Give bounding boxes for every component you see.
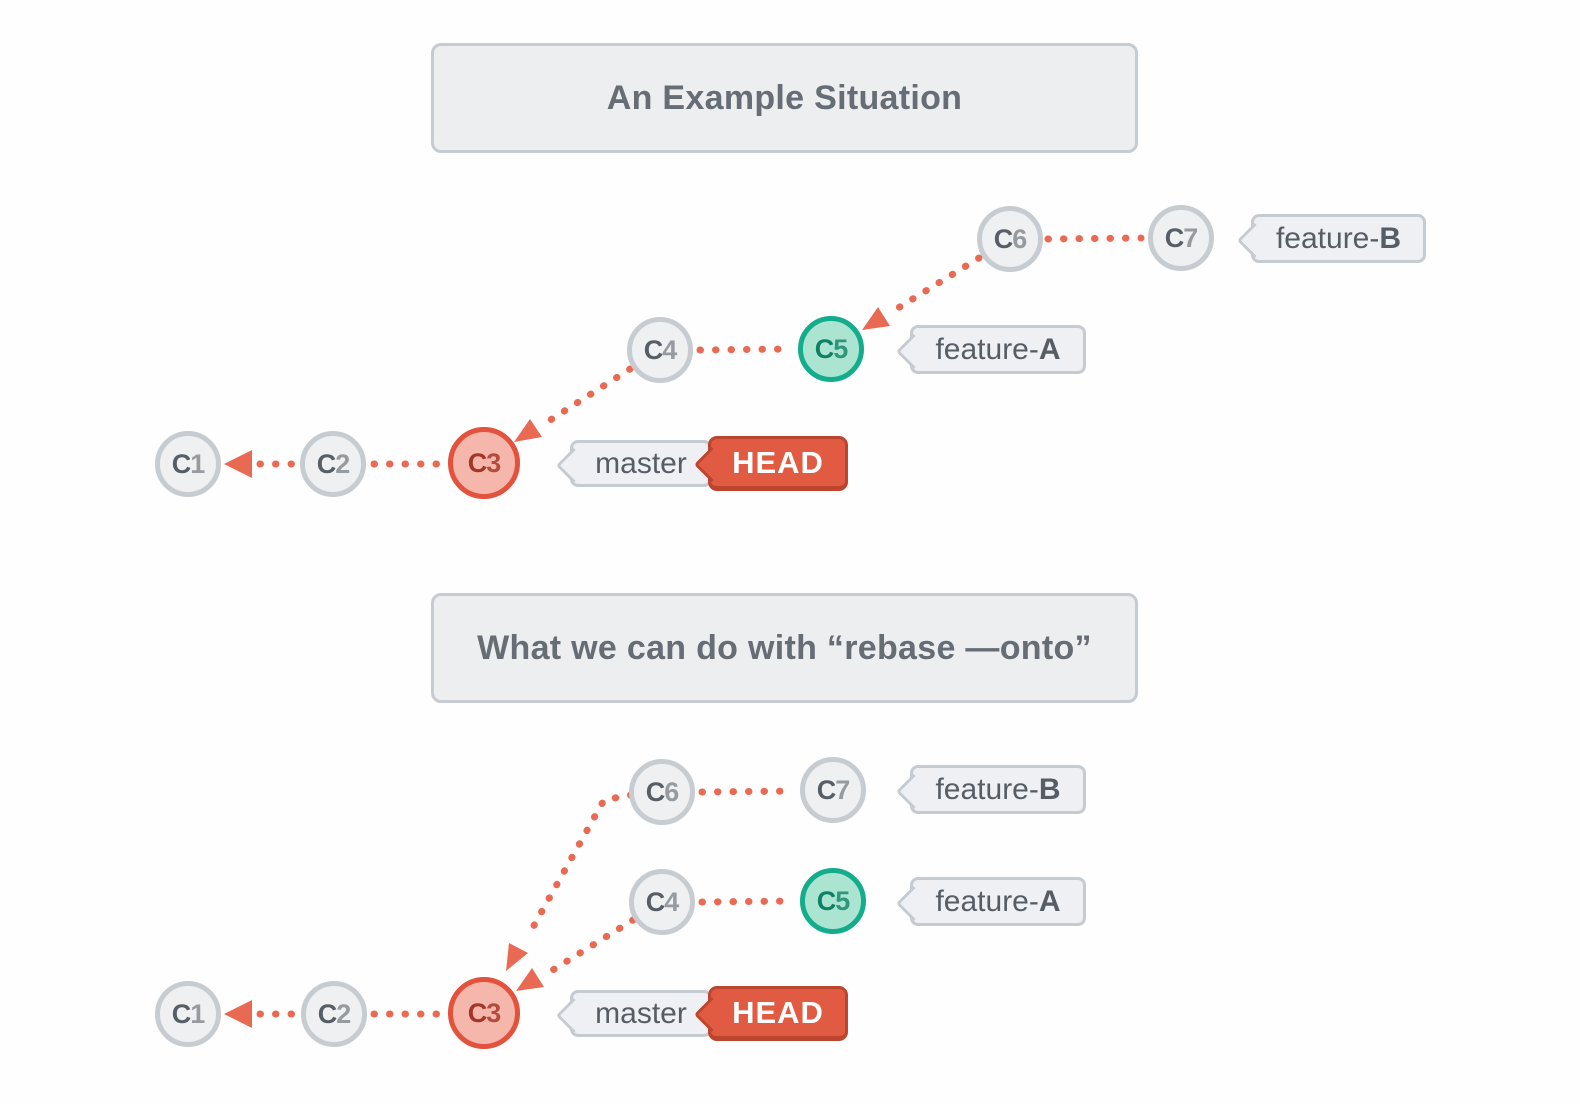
- commit-c7-top: C7: [1148, 205, 1214, 271]
- branch-label-master-top: master: [555, 440, 712, 487]
- branch-name: feature-A: [935, 332, 1061, 366]
- commit-label: C6: [645, 776, 680, 807]
- commit-c5-bottom: C5: [800, 868, 866, 934]
- branch-label-feature-b-top: feature-B: [1236, 214, 1426, 263]
- commit-c4-bottom: C4: [629, 869, 695, 935]
- head-label-bottom: HEAD: [693, 986, 848, 1041]
- branch-name: feature-B: [935, 772, 1061, 806]
- commit-label: C4: [645, 886, 680, 917]
- commit-c7-bottom: C7: [800, 757, 866, 823]
- edge-c6-c3-bottom: [523, 791, 635, 942]
- section1-title: An Example Situation: [606, 78, 963, 117]
- commit-label: C3: [467, 997, 502, 1028]
- commit-c1-bottom: C1: [155, 981, 221, 1047]
- branch-name: feature-A: [935, 884, 1061, 918]
- branch-label-master-bottom: master: [555, 990, 712, 1037]
- commit-label: C6: [993, 223, 1028, 254]
- section2-title-box: What we can do with “rebase —onto”: [431, 593, 1138, 703]
- head-text: HEAD: [732, 444, 824, 480]
- edge-c6-c7-top: [1044, 234, 1145, 243]
- branch-label-feature-b-bottom: feature-B: [895, 765, 1086, 814]
- commit-c3-bottom: C3: [448, 977, 520, 1049]
- edge-c6-c5-top: [886, 254, 983, 317]
- commit-c2-bottom: C2: [301, 981, 367, 1047]
- commit-c4-top: C4: [627, 317, 693, 383]
- branch-label-feature-a-top: feature-A: [895, 325, 1086, 374]
- commit-label: C2: [317, 998, 352, 1029]
- arrowhead-c2-to-c1-bottom: [224, 1000, 252, 1028]
- arrowhead-c6-to-c5-top: [862, 307, 890, 330]
- arrowhead-c4-to-c3-bottom: [516, 968, 544, 991]
- commit-c1-top: C1: [155, 431, 221, 497]
- head-label-top: HEAD: [693, 436, 848, 491]
- edge-c4-c5-bottom: [698, 897, 797, 906]
- commit-c5-top: C5: [798, 316, 864, 382]
- edge-c4-c3-top: [537, 365, 634, 430]
- edge-c4-c5-top: [696, 345, 794, 354]
- commit-label: C1: [171, 998, 206, 1029]
- branch-name: master: [595, 996, 687, 1030]
- commit-c3-top: C3: [448, 427, 520, 499]
- commit-c6-bottom: C6: [629, 759, 695, 825]
- section1-title-box: An Example Situation: [431, 43, 1138, 153]
- commit-label: C3: [467, 447, 502, 478]
- commit-label: C4: [643, 334, 678, 365]
- arrowhead-c4-to-c3-top: [514, 419, 542, 442]
- section2-title: What we can do with “rebase —onto”: [477, 628, 1092, 667]
- arrowhead-c2-to-c1-top: [224, 450, 252, 478]
- branch-name: master: [595, 446, 687, 480]
- commit-label: C5: [814, 333, 849, 364]
- arrowhead-c6-to-c3-bottom: [506, 943, 528, 971]
- edge-c4-c3-bottom: [544, 916, 637, 977]
- edge-c6-c7-bottom: [698, 787, 797, 796]
- commit-label: C5: [816, 885, 851, 916]
- commit-c6-top: C6: [977, 206, 1043, 272]
- head-text: HEAD: [732, 994, 824, 1030]
- commit-label: C1: [171, 448, 206, 479]
- branch-name: feature-B: [1275, 221, 1402, 255]
- commit-label: C7: [816, 774, 851, 805]
- commit-label: C2: [316, 448, 351, 479]
- branch-label-feature-a-bottom: feature-A: [895, 877, 1086, 926]
- commit-c2-top: C2: [300, 431, 366, 497]
- commit-label: C7: [1164, 222, 1199, 253]
